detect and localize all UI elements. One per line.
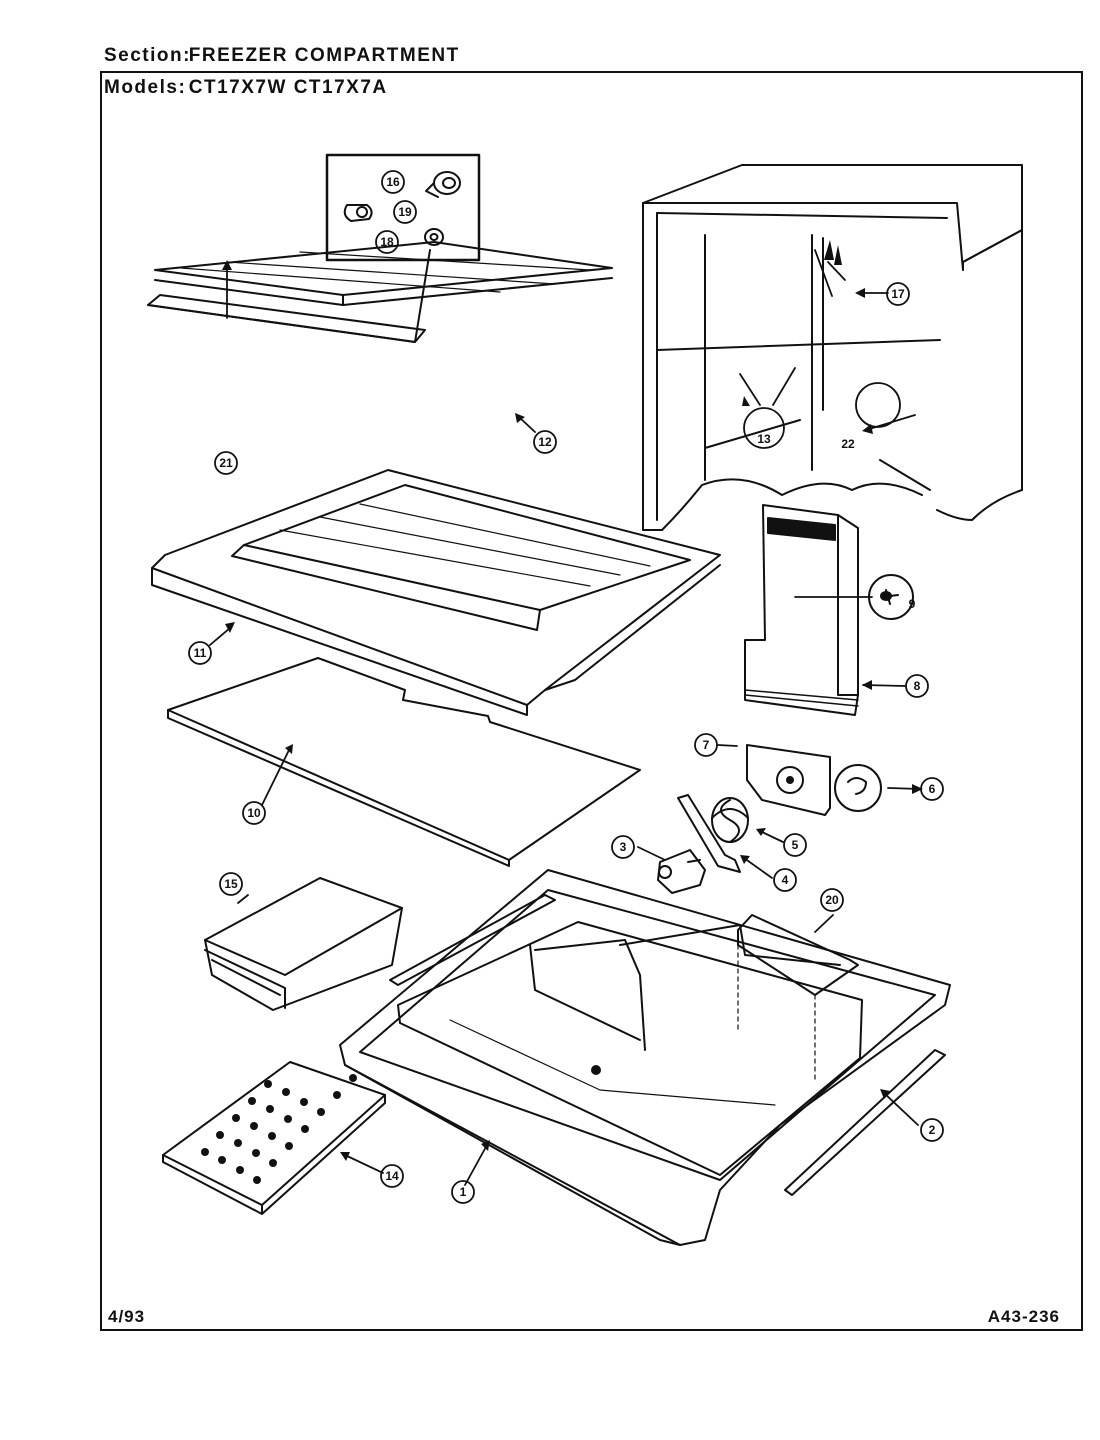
svg-text:21: 21 — [219, 456, 233, 470]
callout-7: 7 — [694, 733, 718, 757]
callout-8: 8 — [905, 674, 929, 698]
freezer-cabinet-drawing — [642, 164, 1023, 531]
svg-text:16: 16 — [386, 175, 400, 189]
callout-6: 6 — [920, 777, 944, 801]
part-14-ice-tray-drawing — [162, 1061, 386, 1215]
part-6-grommet-drawing — [834, 764, 882, 812]
part-3-fan-motor-drawing — [657, 849, 706, 894]
svg-text:2: 2 — [929, 1123, 936, 1137]
callout-15: 15 — [219, 872, 243, 896]
svg-text:12: 12 — [538, 435, 552, 449]
svg-text:6: 6 — [929, 782, 936, 796]
svg-text:9: 9 — [909, 597, 916, 611]
callout-13: 13 — [743, 407, 785, 449]
callout-11: 11 — [188, 641, 212, 665]
models-label: Models: — [104, 77, 187, 98]
svg-text:14: 14 — [385, 1169, 399, 1183]
callout-9: 9 — [909, 597, 916, 611]
section-heading: Section: FREEZER COMPARTMENT — [104, 45, 460, 67]
svg-text:8: 8 — [914, 679, 921, 693]
svg-text:10: 10 — [247, 806, 261, 820]
callout-12: 12 — [533, 430, 557, 454]
part-10-panel-drawing — [167, 657, 641, 867]
svg-text:18: 18 — [380, 235, 394, 249]
part-15-ice-bucket-drawing — [204, 877, 403, 1011]
models-value: CT17X7W CT17X7A — [188, 77, 388, 98]
svg-text:1: 1 — [460, 1185, 467, 1199]
callout-17: 17 — [886, 282, 910, 306]
part-12-wire-shelf-drawing — [154, 241, 613, 306]
callout-4: 4 — [773, 868, 797, 892]
callout-21: 21 — [214, 451, 238, 475]
callout-14: 14 — [380, 1164, 404, 1188]
part-18-grommet-drawing — [424, 228, 444, 246]
svg-text:7: 7 — [703, 738, 710, 752]
callout-3: 3 — [611, 835, 635, 859]
part-16-clip-drawing — [343, 204, 373, 222]
callout-2: 2 — [920, 1118, 944, 1142]
svg-text:3: 3 — [620, 840, 627, 854]
part-8-duct-cover-drawing — [744, 504, 859, 716]
svg-text:4: 4 — [782, 873, 789, 887]
footer-date: 4/93 — [108, 1307, 146, 1326]
callout-labels: 16 19 18 17 13 22 12 21 9 11 8 7 6 10 5 … — [188, 170, 944, 1204]
svg-text:11: 11 — [194, 646, 207, 660]
callout-22: 22 — [841, 382, 901, 451]
footer-diagram-code: A43-236 — [987, 1307, 1060, 1326]
svg-text:19: 19 — [398, 205, 412, 219]
section-label: Section: — [104, 45, 191, 66]
svg-text:22: 22 — [841, 437, 855, 451]
svg-text:20: 20 — [825, 893, 839, 907]
callout-19: 19 — [393, 200, 417, 224]
callout-16: 16 — [381, 170, 405, 194]
section-value: FREEZER COMPARTMENT — [188, 45, 460, 66]
callout-18: 18 — [375, 230, 399, 254]
part-4-bracket-drawing — [677, 794, 741, 873]
callout-5: 5 — [783, 833, 807, 857]
leader-lines — [209, 249, 921, 1186]
callout-20: 20 — [820, 888, 844, 912]
svg-text:13: 13 — [757, 432, 771, 446]
part-1-floor-assembly-drawing — [339, 869, 951, 1246]
part-5-fan-blade-drawing — [711, 797, 749, 843]
svg-text:5: 5 — [792, 838, 799, 852]
part-20-cover-drawing — [737, 914, 859, 1081]
svg-text:17: 17 — [891, 287, 905, 301]
models-heading: Models: CT17X7W CT17X7A — [104, 77, 388, 99]
part-21-shelf-rail-drawing — [147, 249, 431, 343]
leader-arrowheads — [222, 240, 923, 1161]
svg-text:15: 15 — [224, 877, 238, 891]
hardware-inset — [325, 153, 481, 262]
part-7-shroud-drawing — [746, 744, 831, 816]
callout-10: 10 — [242, 801, 266, 825]
part-19-cap-drawing — [425, 171, 461, 198]
part-11-ribbed-shelf-drawing — [151, 469, 721, 716]
part-9-screw-drawing — [868, 574, 914, 620]
callout-1: 1 — [451, 1180, 475, 1204]
diagram-frame — [100, 71, 1083, 1331]
